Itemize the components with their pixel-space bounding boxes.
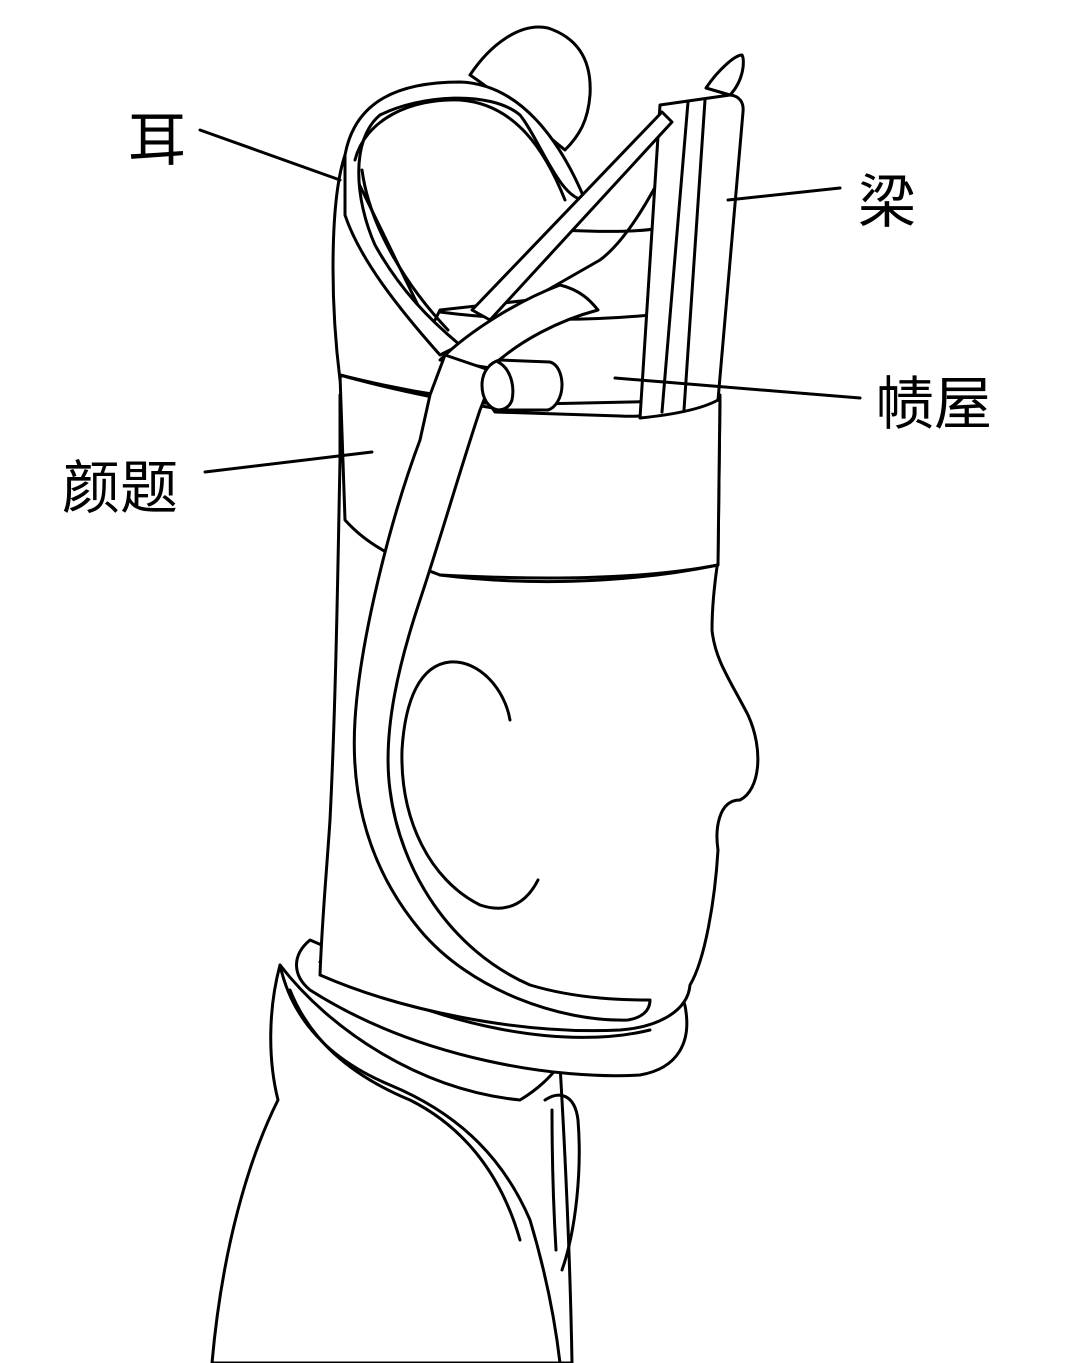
leader-liang	[726, 186, 842, 202]
liang-beams	[638, 53, 745, 420]
labels: 耳 梁 帻屋 颜题	[62, 106, 992, 522]
label-er: 耳	[128, 106, 186, 174]
leader-yanti	[203, 450, 374, 474]
label-zewu: 帻屋	[876, 370, 992, 438]
ear-curve	[400, 660, 540, 910]
leader-zewu	[613, 376, 862, 400]
label-yanti: 颜题	[62, 454, 178, 522]
leader-lines	[198, 128, 862, 474]
label-liang: 梁	[858, 168, 916, 236]
robe	[210, 963, 581, 1363]
cap-pin	[480, 358, 564, 412]
chin-strap	[352, 110, 674, 1022]
leader-er	[198, 128, 342, 182]
